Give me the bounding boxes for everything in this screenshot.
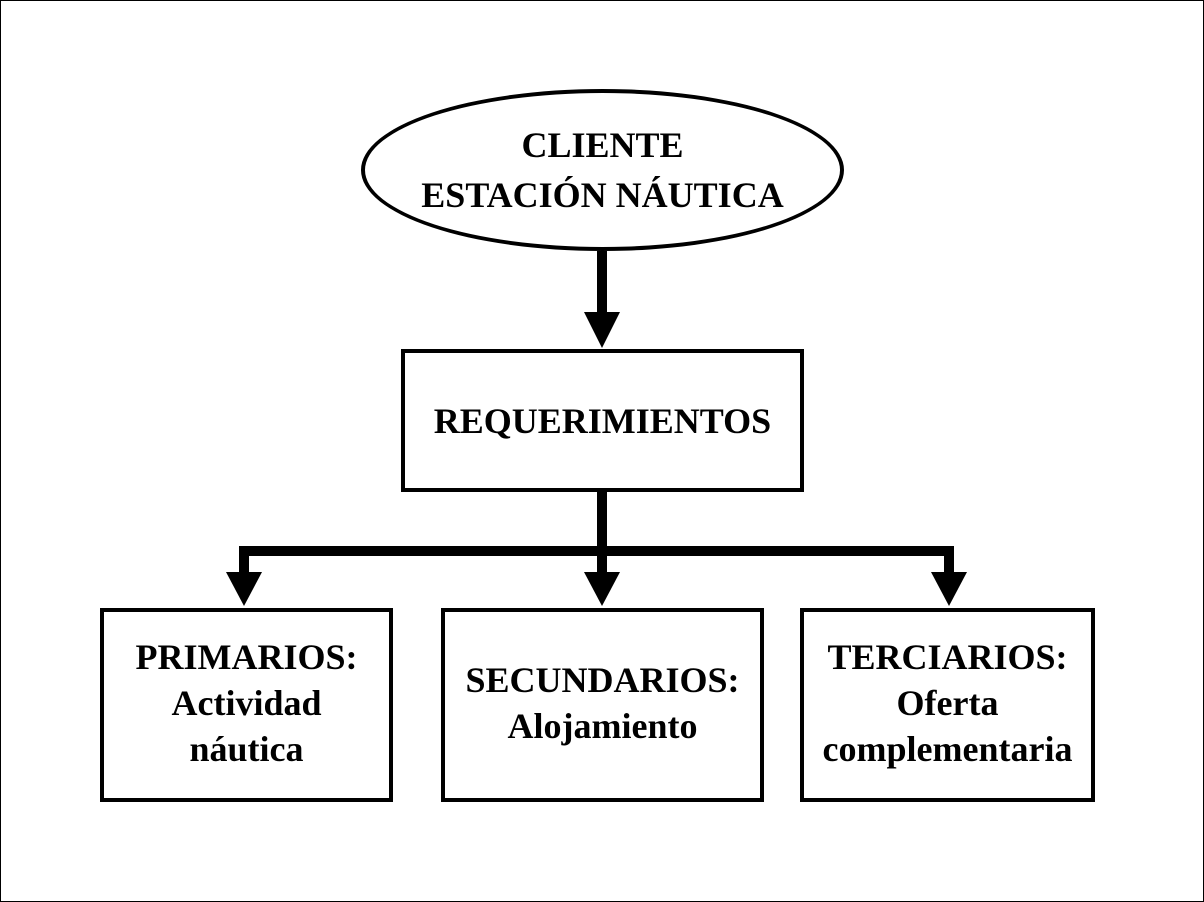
category-secundarios: SECUNDARIOS: Alojamiento [441,608,764,802]
category-line: Actividad [171,683,322,723]
category-title: PRIMARIOS: [135,637,358,677]
category-title: SECUNDARIOS: [465,660,740,700]
category-line: náutica [189,729,304,769]
client-subtitle: ESTACIÓN NÁUTICA [421,175,784,215]
arrowhead-terciarios [931,572,967,606]
arrowhead-requirements [584,312,620,348]
arrowhead-secundarios [584,572,620,606]
client-node: CLIENTE ESTACIÓN NÁUTICA [361,89,844,251]
category-title: TERCIARIOS: [827,637,1068,677]
arrowhead-primarios [226,572,262,606]
category-line: Oferta [896,683,999,723]
requirements-node: REQUERIMIENTOS [401,349,804,492]
category-line: Alojamiento [507,706,698,746]
client-title: CLIENTE [521,125,684,165]
category-terciarios: TERCIARIOS: Oferta complementaria [800,608,1095,802]
category-primarios: PRIMARIOS: Actividad náutica [100,608,393,802]
category-line: complementaria [822,729,1073,769]
requirements-label: REQUERIMIENTOS [433,400,772,441]
